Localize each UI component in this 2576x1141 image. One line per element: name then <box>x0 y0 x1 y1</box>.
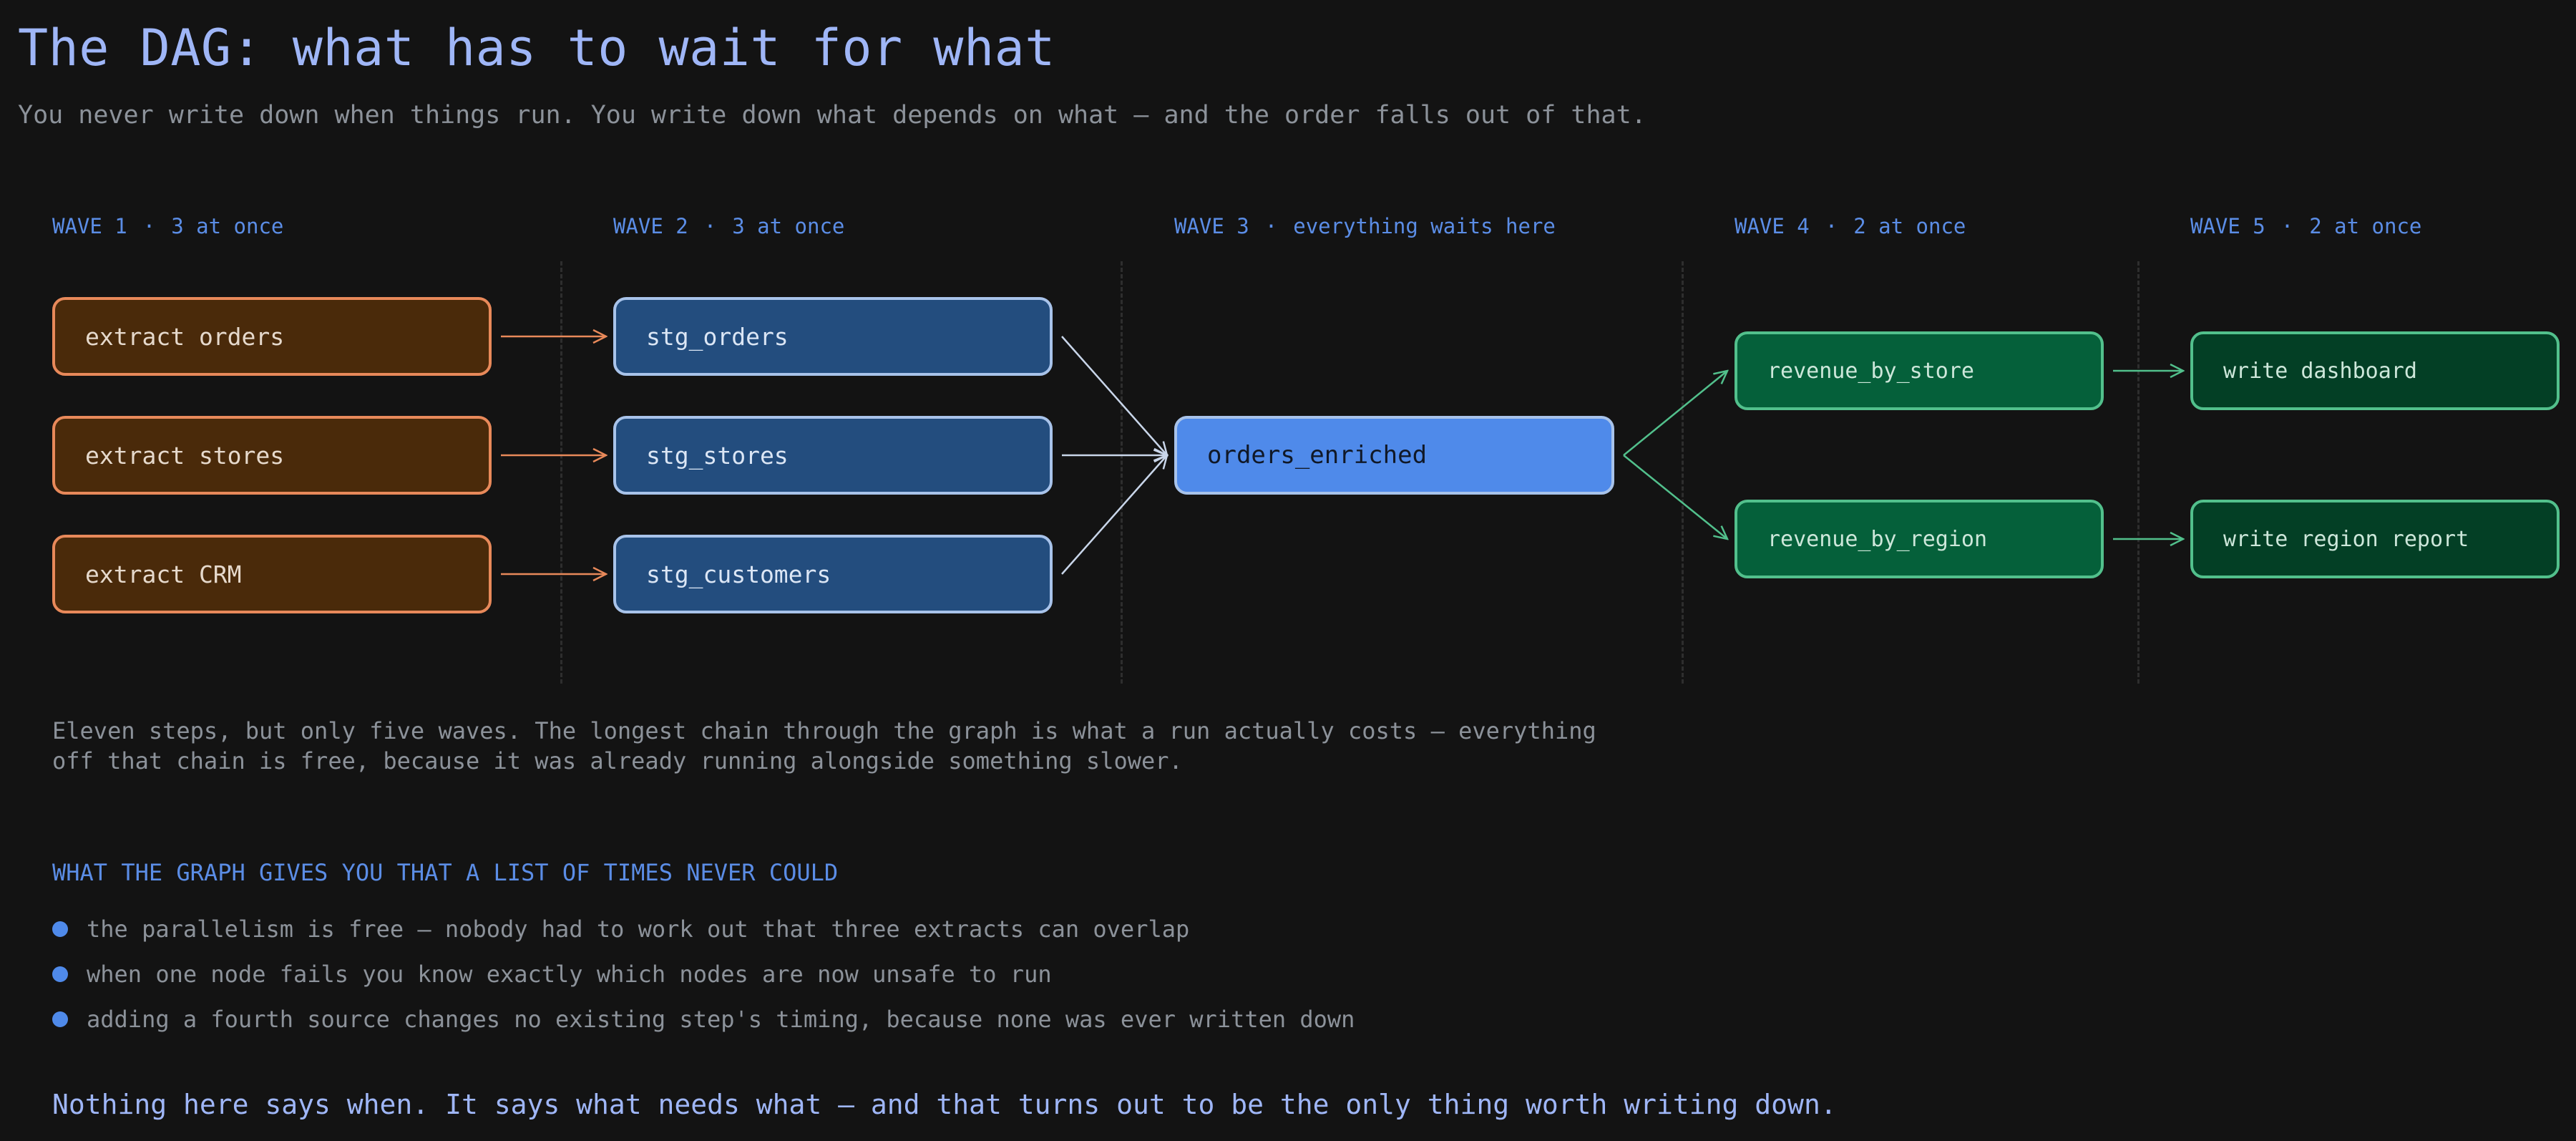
wave-note: 2 at once <box>1853 214 1966 238</box>
node-stg-orders[interactable]: stg_orders <box>613 297 1053 376</box>
node-revenue-by-store[interactable]: revenue_by_store <box>1735 331 2104 410</box>
wave-divider <box>1682 261 1684 684</box>
page-subtitle: You never write down when things run. Yo… <box>18 101 1646 130</box>
bullet-dot-icon <box>52 1011 68 1027</box>
wave-separator: · <box>142 214 156 238</box>
page-title: The DAG: what has to wait for what <box>18 19 1055 77</box>
wave-divider <box>2137 261 2140 684</box>
node-revenue-by-region[interactable]: revenue_by_region <box>1735 500 2104 578</box>
edge-stg-orders-to-orders-enriched <box>1061 336 1167 455</box>
wave-label: WAVE 4 <box>1735 214 1810 238</box>
wave-label: WAVE 3 <box>1174 214 1249 238</box>
wave-divider <box>560 261 562 684</box>
wave-separator: · <box>703 214 717 238</box>
benefits-list: the parallelism is free — nobody had to … <box>52 906 1355 1042</box>
list-item: the parallelism is free — nobody had to … <box>52 906 1355 951</box>
node-extract-orders[interactable]: extract orders <box>52 297 492 376</box>
wave-label: WAVE 1 <box>52 214 127 238</box>
edge-stg-customers-to-orders-enriched <box>1061 455 1167 575</box>
wave-header-3: WAVE 3 · everything waits here <box>1174 212 1556 241</box>
node-orders-enriched[interactable]: orders_enriched <box>1174 416 1614 495</box>
bullet-dot-icon <box>52 966 68 982</box>
wave-separator: · <box>1825 214 1838 238</box>
list-item: when one node fails you know exactly whi… <box>52 951 1355 996</box>
node-write-region-report[interactable]: write region report <box>2190 500 2560 578</box>
wave-header-5: WAVE 5 · 2 at once <box>2190 212 2421 241</box>
wave-note: everything waits here <box>1293 214 1556 238</box>
list-item: adding a fourth source changes no existi… <box>52 996 1355 1042</box>
wave-separator: · <box>2280 214 2294 238</box>
node-stg-customers[interactable]: stg_customers <box>613 535 1053 613</box>
list-item-text: adding a fourth source changes no existi… <box>87 1005 1355 1033</box>
edge-orders-enriched-to-revenue-by-store <box>1623 371 1727 456</box>
note-line: off that chain is free, because it was a… <box>52 747 1183 775</box>
note-line: Eleven steps, but only five waves. The l… <box>52 717 1596 744</box>
section-title: WHAT THE GRAPH GIVES YOU THAT A LIST OF … <box>52 859 839 886</box>
node-stg-stores[interactable]: stg_stores <box>613 416 1053 495</box>
wave-header-1: WAVE 1 · 3 at once <box>52 212 283 241</box>
wave-label: WAVE 5 <box>2190 214 2265 238</box>
wave-label: WAVE 2 <box>613 214 688 238</box>
wave-divider <box>1121 261 1123 684</box>
wave-header-2: WAVE 2 · 3 at once <box>613 212 844 241</box>
node-extract-stores[interactable]: extract stores <box>52 416 492 495</box>
list-item-text: when one node fails you know exactly whi… <box>87 960 1052 988</box>
edge-orders-enriched-to-revenue-by-region <box>1623 455 1727 539</box>
list-item-text: the parallelism is free — nobody had to … <box>87 915 1190 943</box>
wave-note: 2 at once <box>2309 214 2422 238</box>
bullet-dot-icon <box>52 921 68 937</box>
explanation-note: Eleven steps, but only five waves. The l… <box>52 716 1596 776</box>
wave-note: 3 at once <box>171 214 284 238</box>
closing-statement: Nothing here says when. It says what nee… <box>52 1089 1837 1120</box>
wave-separator: · <box>1264 214 1278 238</box>
node-extract-crm[interactable]: extract CRM <box>52 535 492 613</box>
node-write-dashboard[interactable]: write dashboard <box>2190 331 2560 410</box>
wave-note: 3 at once <box>732 214 845 238</box>
wave-header-4: WAVE 4 · 2 at once <box>1735 212 1966 241</box>
